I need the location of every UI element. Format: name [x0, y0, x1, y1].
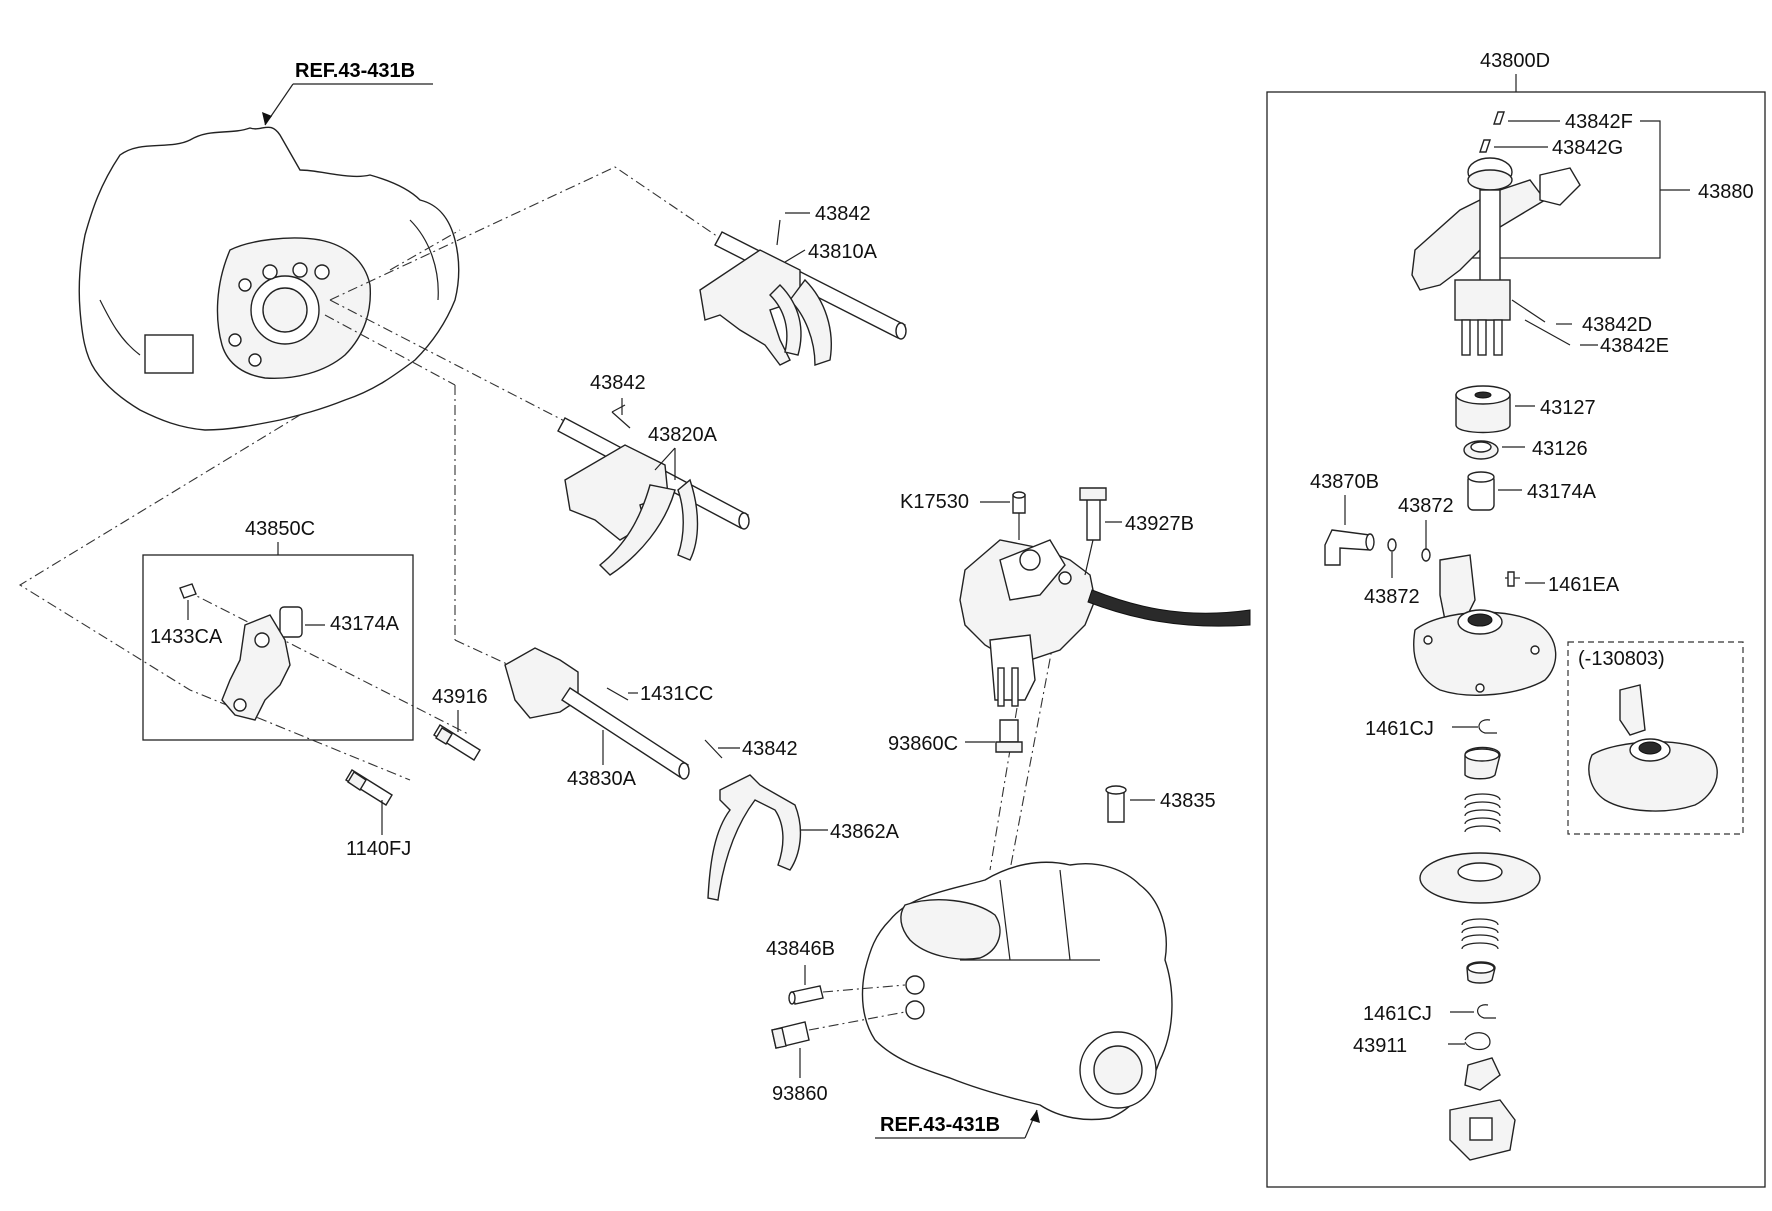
transmission-case-lower — [861, 861, 1173, 1121]
label-43174a-right-text: 43174A — [1527, 481, 1597, 503]
label-43800d: 43800D — [1480, 50, 1550, 92]
control-cover-assembly — [959, 539, 1251, 707]
label-1433ca-text: 1433CA — [150, 626, 223, 648]
part-43872-upper: 43872 — [1398, 495, 1454, 562]
label-43870b-text: 43870B — [1310, 471, 1379, 493]
part-43127: 43127 — [1455, 385, 1596, 434]
label-43835-text: 43835 — [1160, 790, 1216, 812]
part-1461cj-upper: 1461CJ — [1365, 718, 1497, 740]
transmission-case-upper — [78, 126, 460, 431]
part-43842e: 43842E — [1524, 319, 1669, 357]
label-43842-b: 43842 — [590, 372, 646, 415]
label-93860c-text: 93860C — [888, 733, 958, 755]
label-43127-text: 43127 — [1540, 397, 1596, 419]
ref-top: REF.43-431B — [262, 60, 433, 126]
label-43850c-text: 43850C — [245, 518, 315, 540]
part-43835: 43835 — [1105, 785, 1216, 823]
shift-rail-43830a — [504, 647, 690, 780]
label-43810a: 43810A — [784, 241, 878, 263]
label-43842e-text: 43842E — [1600, 335, 1669, 357]
label-93860-text: 93860 — [772, 1083, 828, 1105]
part-k17530: K17530 — [900, 491, 1026, 540]
part-43927b: 43927B — [1079, 487, 1194, 576]
label-43872-lower-text: 43872 — [1364, 586, 1420, 608]
ref-top-label: REF.43-431B — [295, 60, 415, 82]
ref-bottom: REF.43-431B — [875, 1109, 1040, 1139]
label-43911-text: 43911 — [1353, 1035, 1407, 1057]
label-43174a-left-text: 43174A — [330, 613, 400, 635]
label-43820a: 43820A — [648, 424, 718, 480]
label-43872-upper-text: 43872 — [1398, 495, 1454, 517]
part-43870b: 43870B — [1310, 471, 1379, 566]
part-1461ea: 1461EA — [1505, 571, 1620, 596]
part-43126: 43126 — [1463, 438, 1588, 460]
label-43842f-text: 43842F — [1565, 111, 1633, 133]
shift-rail-43820a — [557, 404, 750, 576]
label-43842-c-text: 43842 — [742, 738, 798, 760]
label-43800d-text: 43800D — [1480, 50, 1550, 72]
part-43842f: 43842F — [1493, 111, 1633, 133]
part-1461cj-lower: 1461CJ — [1363, 1003, 1496, 1025]
label-43126-text: 43126 — [1532, 438, 1588, 460]
part-43916: 43916 — [432, 686, 488, 761]
part-1140fj: 1140FJ — [345, 769, 411, 860]
part-93860c: 93860C — [888, 719, 1023, 755]
label-43862a-text: 43862A — [830, 821, 900, 843]
part-43911: 43911 — [1353, 1032, 1516, 1161]
label-43842-a-text: 43842 — [815, 203, 871, 225]
label-43830a-text: 43830A — [567, 768, 637, 790]
label-43842-b-text: 43842 — [590, 372, 646, 394]
label-43846b-text: 43846B — [766, 938, 835, 960]
label-43842g-text: 43842G — [1552, 137, 1623, 159]
label-43842-a: 43842 — [785, 203, 871, 225]
label-1461cj-upper-text: 1461CJ — [1365, 718, 1434, 740]
label-43820a-text: 43820A — [648, 424, 718, 446]
label-130803-text: (-130803) — [1578, 648, 1665, 670]
part-1433ca: 1433CA — [150, 583, 223, 648]
label-k17530-text: K17530 — [900, 491, 969, 513]
label-43830a: 43830A — [567, 730, 637, 790]
shift-fork-43862a — [704, 739, 802, 901]
label-43850c: 43850C — [245, 518, 315, 555]
select-lever-body — [221, 614, 291, 721]
part-43872-lower: 43872 — [1364, 538, 1420, 608]
label-43810a-text: 43810A — [808, 241, 878, 263]
part-43174a-right: 43174A — [1467, 471, 1597, 511]
label-43842-c: 43842 — [718, 738, 798, 760]
part-93860: 93860 — [771, 1011, 906, 1105]
inset-130803 — [1567, 641, 1744, 835]
label-43916-text: 43916 — [432, 686, 488, 708]
ref-bottom-label: REF.43-431B — [880, 1114, 1000, 1136]
select-lever-cover — [1413, 554, 1557, 696]
label-1461cj-lower-text: 1461CJ — [1363, 1003, 1432, 1025]
spring-stack — [1419, 746, 1541, 984]
shift-lever-housing — [1411, 157, 1581, 356]
label-1140fj-text: 1140FJ — [346, 838, 411, 860]
label-43842d-text: 43842D — [1582, 314, 1652, 336]
part-43846b: 43846B — [766, 938, 906, 1005]
bracket-43880: 43880 — [1470, 120, 1754, 259]
label-43927b-text: 43927B — [1125, 513, 1194, 535]
label-43862a: 43862A — [800, 821, 900, 843]
label-1461ea-text: 1461EA — [1548, 574, 1620, 596]
label-43880-text: 43880 — [1698, 181, 1754, 203]
label-1431cc-text: 1431CC — [640, 683, 713, 705]
part-43174a-left: 43174A — [279, 606, 400, 638]
part-43842g: 43842G — [1479, 137, 1623, 159]
shift-rail-43810a — [699, 219, 907, 366]
label-1431cc: 1431CC — [628, 683, 713, 705]
part-43842d: 43842D — [1511, 299, 1652, 336]
inset-130803-content: (-130803) — [1578, 648, 1718, 812]
